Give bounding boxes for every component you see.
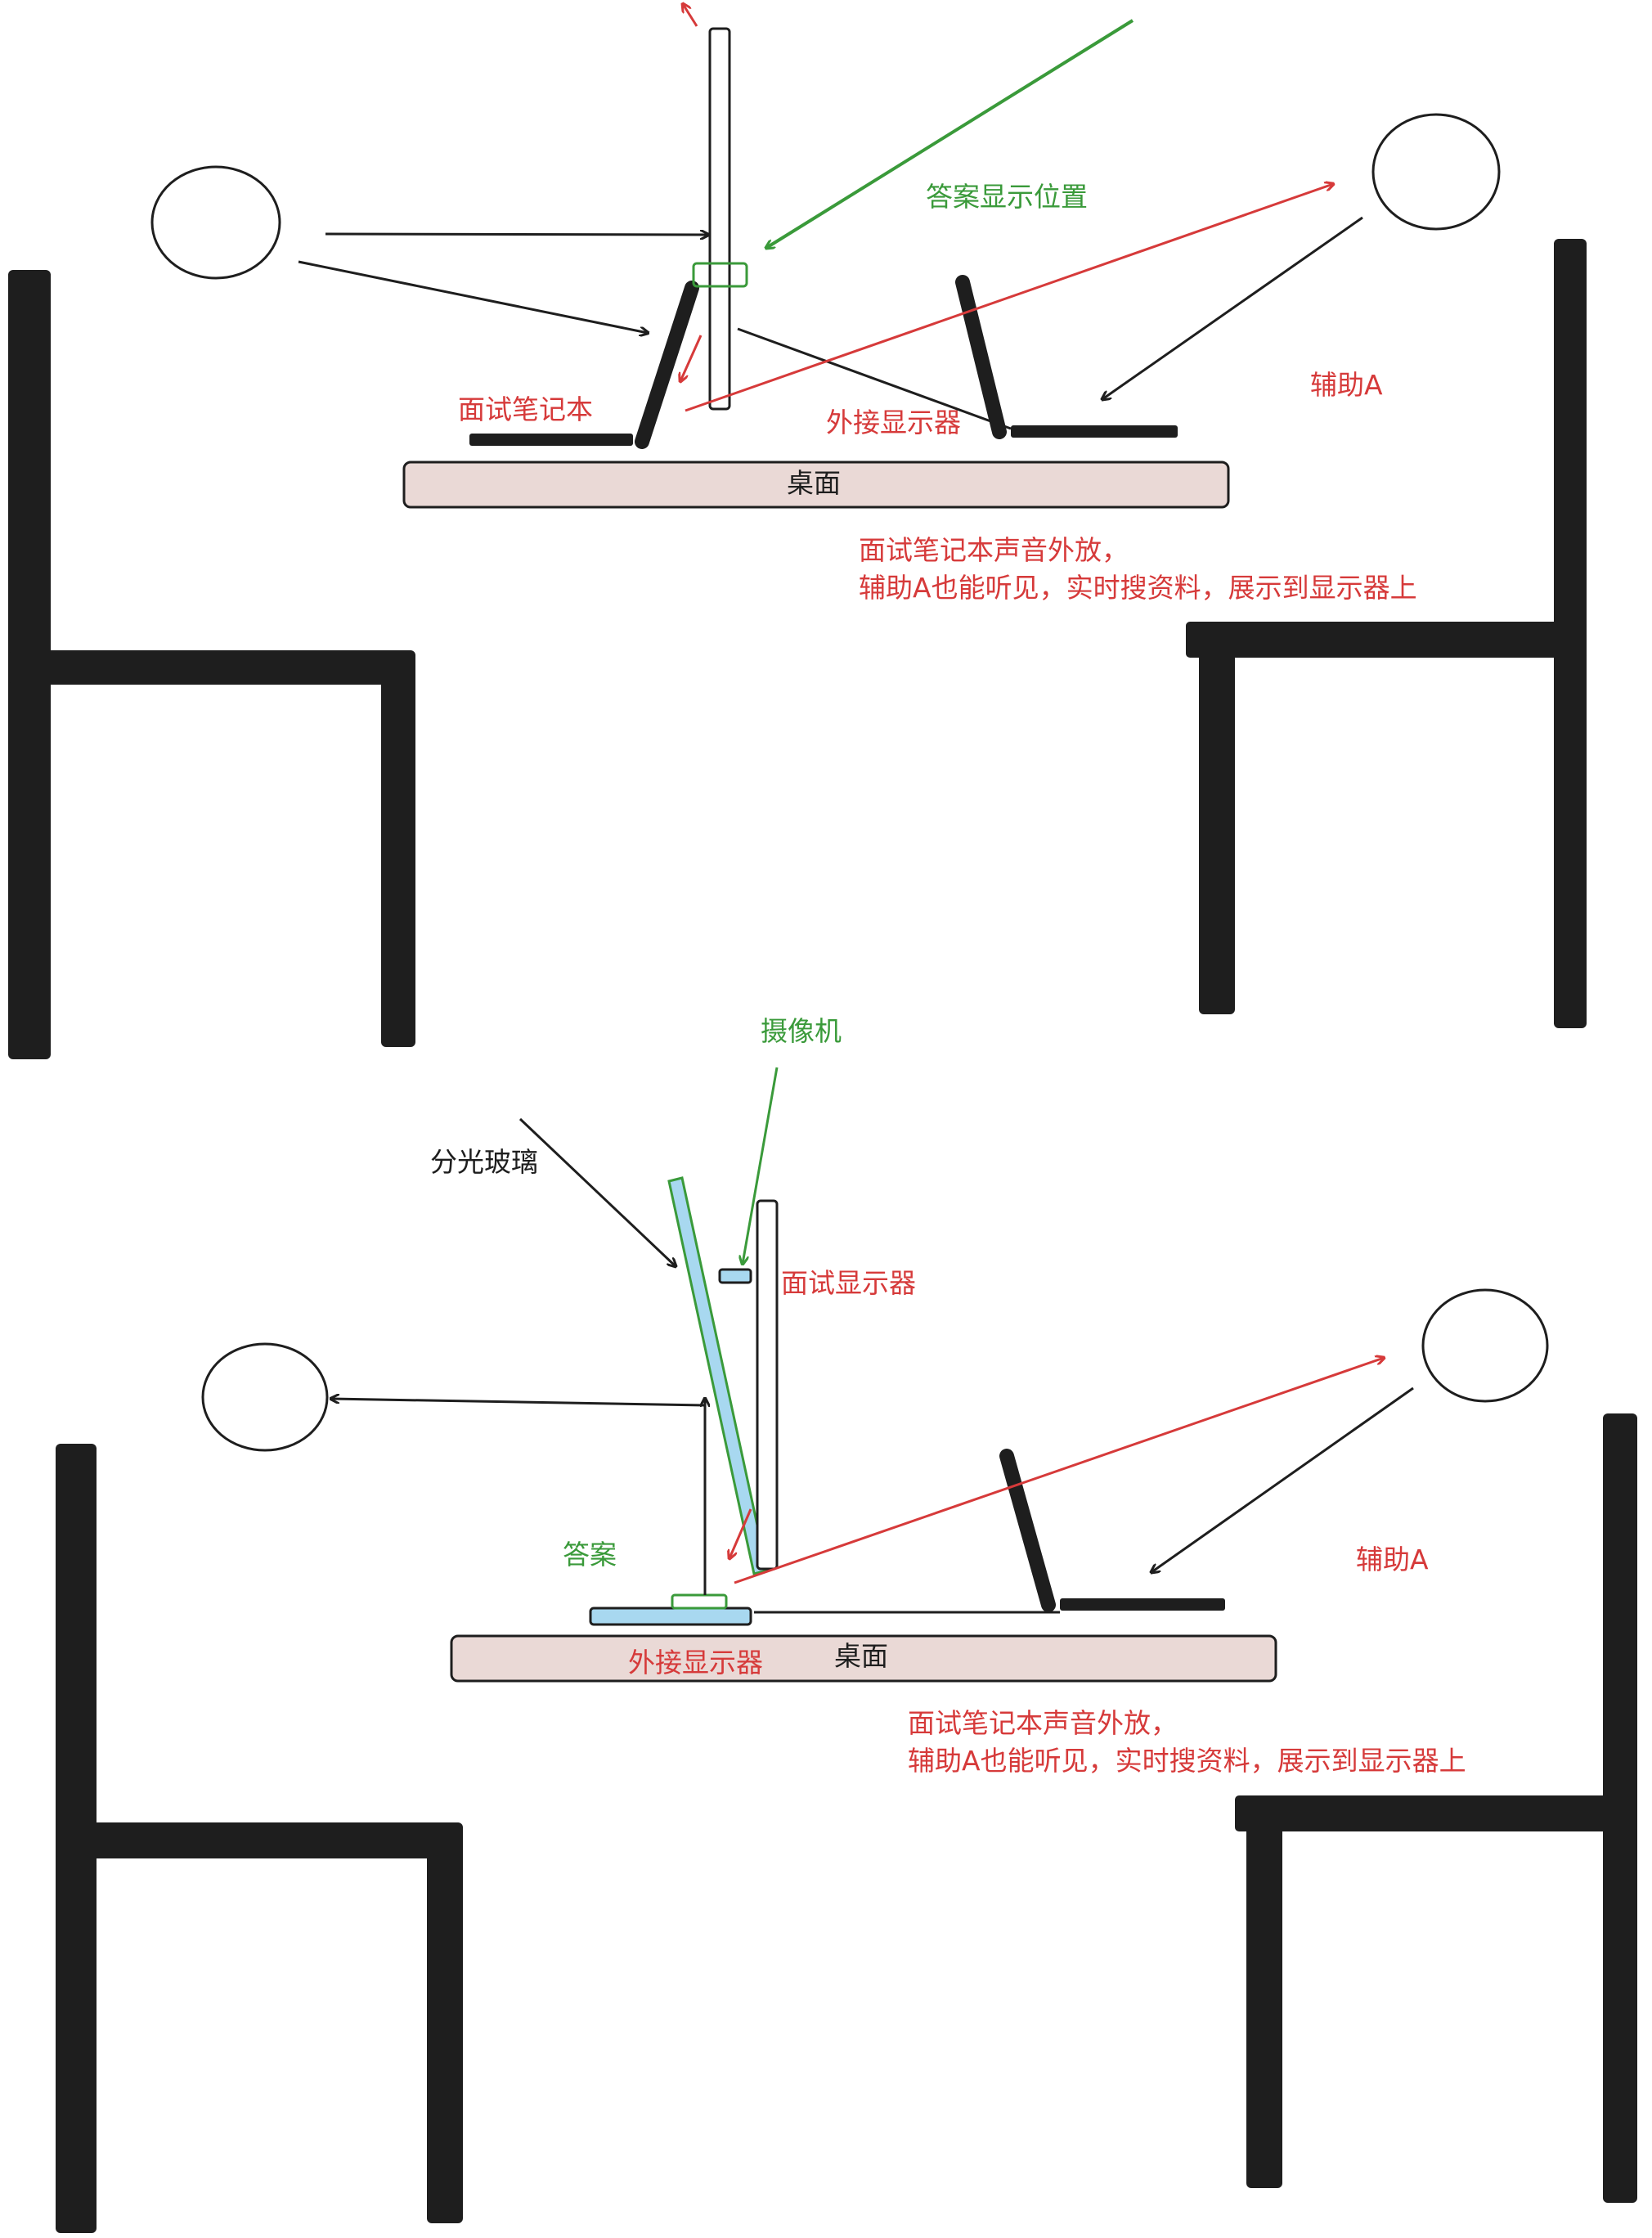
top-assistant-label: 辅助A xyxy=(1310,369,1383,401)
bottom-red-down-arrow xyxy=(729,1508,752,1558)
bottom-assistant-gaze-arrow xyxy=(1151,1386,1414,1572)
bottom-note-line1: 面试笔记本声音外放， xyxy=(908,1707,1178,1739)
top-laptop-label: 面试笔记本 xyxy=(458,393,593,425)
top-green-answer-arrow xyxy=(766,19,1134,248)
bottom-external-monitor-label: 外接显示器 xyxy=(628,1647,763,1678)
top-note-line1: 面试笔记本声音外放， xyxy=(859,534,1129,566)
bottom-answer-label: 答案 xyxy=(563,1539,617,1571)
top-interview-laptop xyxy=(469,281,699,449)
bottom-reflection-to-eye-arrow xyxy=(331,1399,706,1407)
top-assistant-gaze-arrow xyxy=(1102,216,1363,399)
top-gaze-arrow-laptop xyxy=(298,260,648,333)
bottom-table-label: 桌面 xyxy=(834,1640,888,1672)
top-left-chair xyxy=(8,270,415,1059)
bottom-flat-external-monitor xyxy=(589,1607,752,1626)
bottom-assistant-head xyxy=(1421,1288,1549,1403)
top-red-down-arrow xyxy=(680,335,703,381)
top-interviewee-head xyxy=(150,165,281,280)
top-table-label: 桌面 xyxy=(787,467,841,499)
bottom-table xyxy=(450,1634,1277,1683)
bottom-left-chair xyxy=(56,1444,463,2233)
top-gaze-arrow-monitor xyxy=(325,234,708,235)
bottom-note-line2: 辅助A也能听见，实时搜资料，展示到显示器上 xyxy=(908,1745,1466,1777)
bottom-answer-box xyxy=(671,1593,728,1610)
bottom-camera-pointer-arrow xyxy=(743,1067,779,1264)
bottom-scene: 摄像机 分光玻璃 面试显示器 答案 辅助A 外接显示器 桌面 面试笔记本声音外放… xyxy=(56,1015,1637,2233)
bottom-camera xyxy=(718,1268,752,1284)
top-external-monitor xyxy=(708,27,731,411)
bottom-interviewee-head xyxy=(201,1342,329,1452)
bottom-camera-label: 摄像机 xyxy=(761,1015,842,1047)
top-right-chair xyxy=(1186,239,1587,1028)
bottom-red-sound-arrow xyxy=(734,1358,1384,1584)
top-answer-position-label: 答案显示位置 xyxy=(926,181,1088,213)
bottom-interview-monitor xyxy=(756,1199,779,1571)
top-monitor-cable xyxy=(737,327,1012,430)
top-table xyxy=(402,461,1230,509)
bottom-beam-splitter-glass xyxy=(667,1176,769,1575)
top-assistant-head xyxy=(1371,113,1501,231)
bottom-assistant-label: 辅助A xyxy=(1356,1544,1429,1575)
top-red-up-arrow xyxy=(683,4,698,27)
bottom-glass-label: 分光玻璃 xyxy=(430,1146,538,1178)
top-scene: 答案显示位置 面试笔记本 外接显示器 辅助A 桌面 面试笔记本声音外放， 辅助A… xyxy=(8,4,1587,1059)
bottom-right-chair xyxy=(1235,1413,1637,2203)
bottom-assistant-laptop xyxy=(999,1449,1225,1612)
top-answer-display-box xyxy=(692,262,748,288)
top-assistant-laptop xyxy=(955,275,1178,439)
top-monitor-label: 外接显示器 xyxy=(826,407,961,438)
bottom-glass-pointer-arrow xyxy=(518,1117,676,1266)
bottom-monitor-label: 面试显示器 xyxy=(781,1267,916,1299)
top-note-line2: 辅助A也能听见，实时搜资料，展示到显示器上 xyxy=(859,572,1417,604)
top-red-sound-arrow xyxy=(685,184,1333,412)
